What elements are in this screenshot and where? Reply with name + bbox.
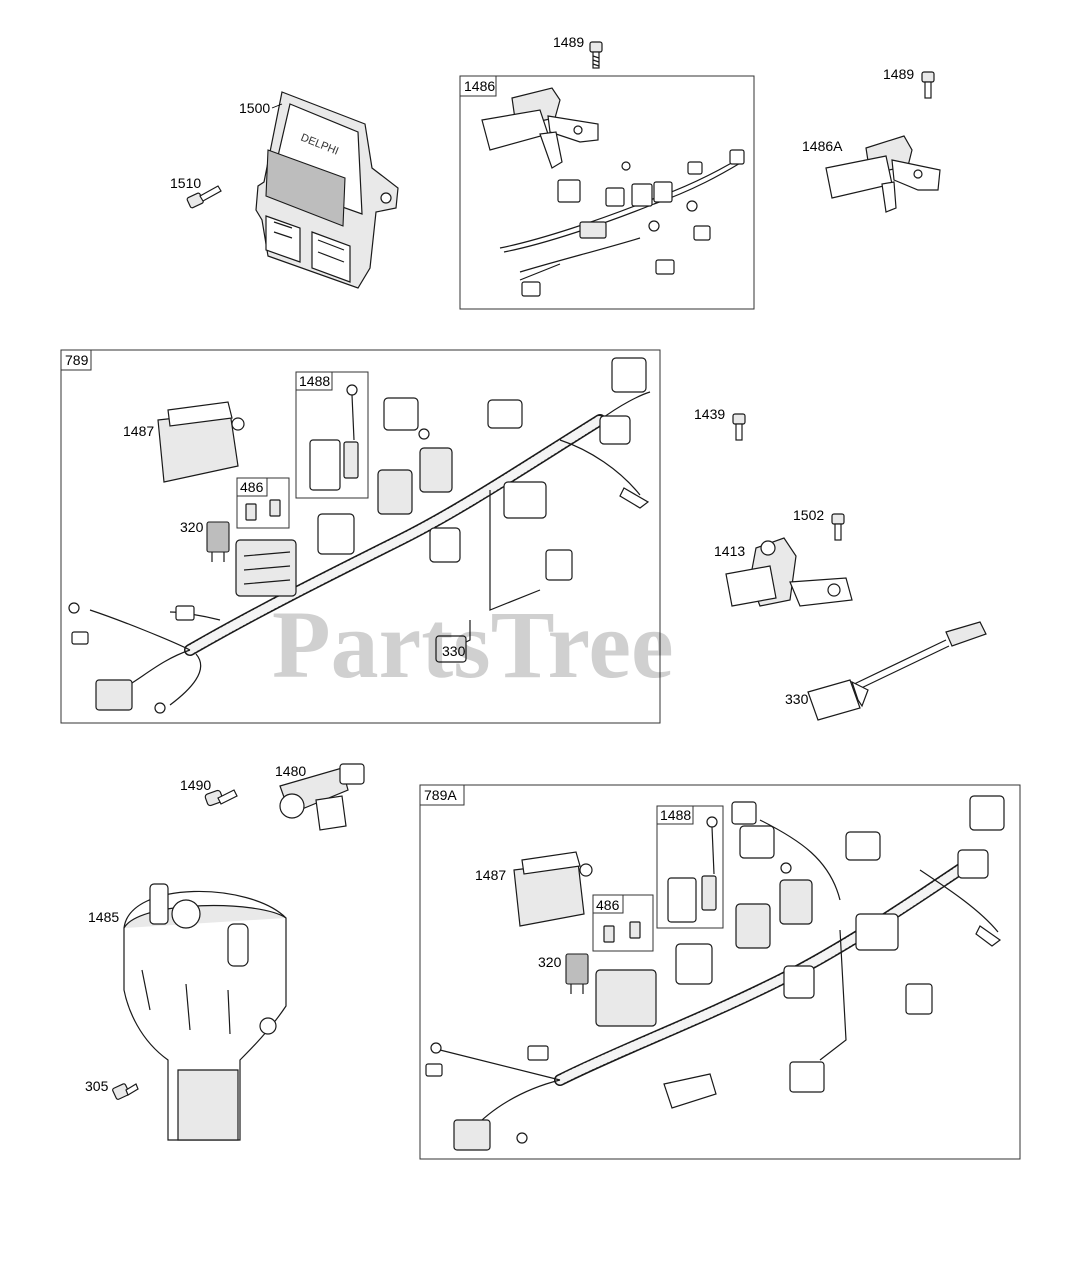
kit-tag-1486 xyxy=(459,75,497,97)
sensor-connector-1486[interactable] xyxy=(481,87,599,169)
screw-1510[interactable] xyxy=(186,185,222,209)
leader-1500 xyxy=(271,103,283,109)
kit-tag-789 xyxy=(60,349,92,371)
oxygen-sensor-330[interactable] xyxy=(807,621,987,721)
callout-1489-top[interactable]: 1489 xyxy=(553,34,584,50)
callout-1510[interactable]: 1510 xyxy=(170,175,201,191)
callout-305[interactable]: 305 xyxy=(85,1078,109,1094)
kit-tag-1488-a xyxy=(295,371,333,391)
mini-fuses-486-b[interactable] xyxy=(603,921,641,943)
kit-tag-486-a xyxy=(236,477,268,497)
callout-1439[interactable]: 1439 xyxy=(694,406,725,422)
callout-330-on-harness[interactable]: 330 xyxy=(442,643,466,659)
callout-1486[interactable]: 1486 xyxy=(464,78,495,94)
kit-tag-1488-b xyxy=(656,805,694,825)
kit-frame-789A xyxy=(419,784,1021,1160)
relay-320-a[interactable] xyxy=(206,521,230,562)
bolt-1490[interactable] xyxy=(204,789,238,807)
callout-1413[interactable]: 1413 xyxy=(714,543,745,559)
callout-1489-right[interactable]: 1489 xyxy=(883,66,914,82)
kit-tag-486-b xyxy=(592,894,624,914)
callout-486-a[interactable]: 486 xyxy=(240,479,264,495)
fuel-pump-module-1485[interactable] xyxy=(123,883,287,1141)
screw-305[interactable] xyxy=(112,1083,139,1100)
bolt-1489-top[interactable] xyxy=(589,41,603,69)
callout-320-a[interactable]: 320 xyxy=(180,519,204,535)
mini-fuses-486-a[interactable] xyxy=(245,499,281,521)
callout-320-b[interactable]: 320 xyxy=(538,954,562,970)
connectors-789A[interactable] xyxy=(425,795,1005,1151)
fuse-holder-1488-a[interactable] xyxy=(309,384,359,491)
callout-789[interactable]: 789 xyxy=(65,352,89,368)
kit-tag-789A xyxy=(419,784,465,806)
callout-486-b[interactable]: 486 xyxy=(596,897,620,913)
callout-1490[interactable]: 1490 xyxy=(180,777,211,793)
callout-1480[interactable]: 1480 xyxy=(275,763,306,779)
fuse-cover-1487-a[interactable] xyxy=(157,401,245,483)
kit-frame-1486 xyxy=(459,75,755,310)
sensor-1413[interactable] xyxy=(725,537,853,607)
kit-frame-789 xyxy=(60,349,661,724)
connectors-789[interactable] xyxy=(68,357,650,714)
callout-1485[interactable]: 1485 xyxy=(88,909,119,925)
fuse-holder-1488-b[interactable] xyxy=(667,816,718,923)
callout-1488-b[interactable]: 1488 xyxy=(660,807,691,823)
callout-1486A[interactable]: 1486A xyxy=(802,138,843,154)
bolt-1502[interactable] xyxy=(831,513,845,541)
bolt-1489-right[interactable] xyxy=(921,71,935,99)
callout-1487-a[interactable]: 1487 xyxy=(123,423,154,439)
wiring-kit-1486[interactable] xyxy=(499,149,745,297)
ecm-module-1500[interactable]: DELPHI xyxy=(255,91,399,289)
callout-330[interactable]: 330 xyxy=(785,691,809,707)
callout-1487-b[interactable]: 1487 xyxy=(475,867,506,883)
fuse-block-789[interactable] xyxy=(235,539,297,597)
watermark: PartsTree xyxy=(272,591,674,698)
wiring-harness-789[interactable] xyxy=(89,391,651,706)
callout-1488-a[interactable]: 1488 xyxy=(299,373,330,389)
relay-320-b[interactable] xyxy=(565,953,589,994)
sensor-1486A[interactable] xyxy=(825,135,941,213)
callout-1502[interactable]: 1502 xyxy=(793,507,824,523)
callout-789A[interactable]: 789A xyxy=(424,787,457,803)
fuel-injector-1480[interactable] xyxy=(279,763,365,831)
fuse-cover-1487-b[interactable] xyxy=(513,851,593,927)
callout-1500[interactable]: 1500 xyxy=(239,100,270,116)
bolt-1439[interactable] xyxy=(732,413,746,441)
